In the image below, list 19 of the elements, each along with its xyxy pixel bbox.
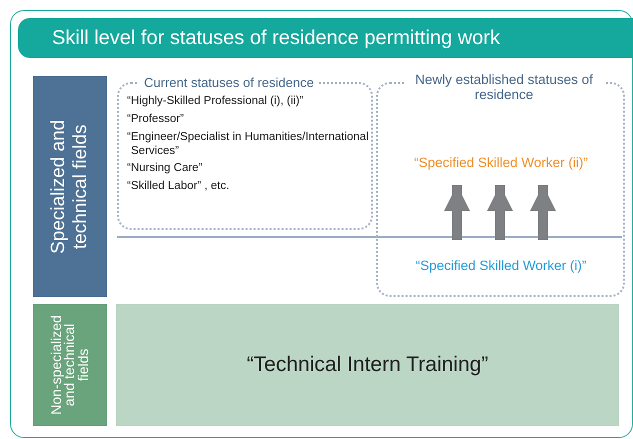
status-item: “Skilled Labor” , etc.	[127, 179, 230, 193]
training-box	[116, 304, 619, 426]
group-heading: Current statuses of residence	[139, 75, 319, 90]
status-item: “Professor”	[127, 112, 185, 126]
category-band	[33, 76, 107, 297]
status-item: “Nursing Care”	[127, 161, 204, 175]
up-arrow	[444, 185, 470, 240]
category-band	[33, 304, 107, 426]
title-banner: Skill level for statuses of residence permitting work	[18, 18, 633, 58]
status-label: “Technical Intern Training”	[246, 353, 488, 377]
group-heading: Newly established statuses of residence	[404, 72, 604, 102]
status-item: “Highly-Skilled Professional (i), (ii)”	[127, 94, 304, 108]
band-label: Specialized and technical fields	[48, 118, 92, 256]
up-arrow	[487, 185, 513, 240]
up-arrow	[530, 185, 556, 240]
status-item: “Engineer/Specialist in Humanities/International Services”	[127, 130, 370, 158]
band-label: Non-specialized and technical fields	[50, 314, 90, 417]
status-label: “Specified Skilled Worker (i)”	[416, 258, 586, 272]
status-label: “Specified Skilled Worker (ii)”	[414, 155, 588, 170]
